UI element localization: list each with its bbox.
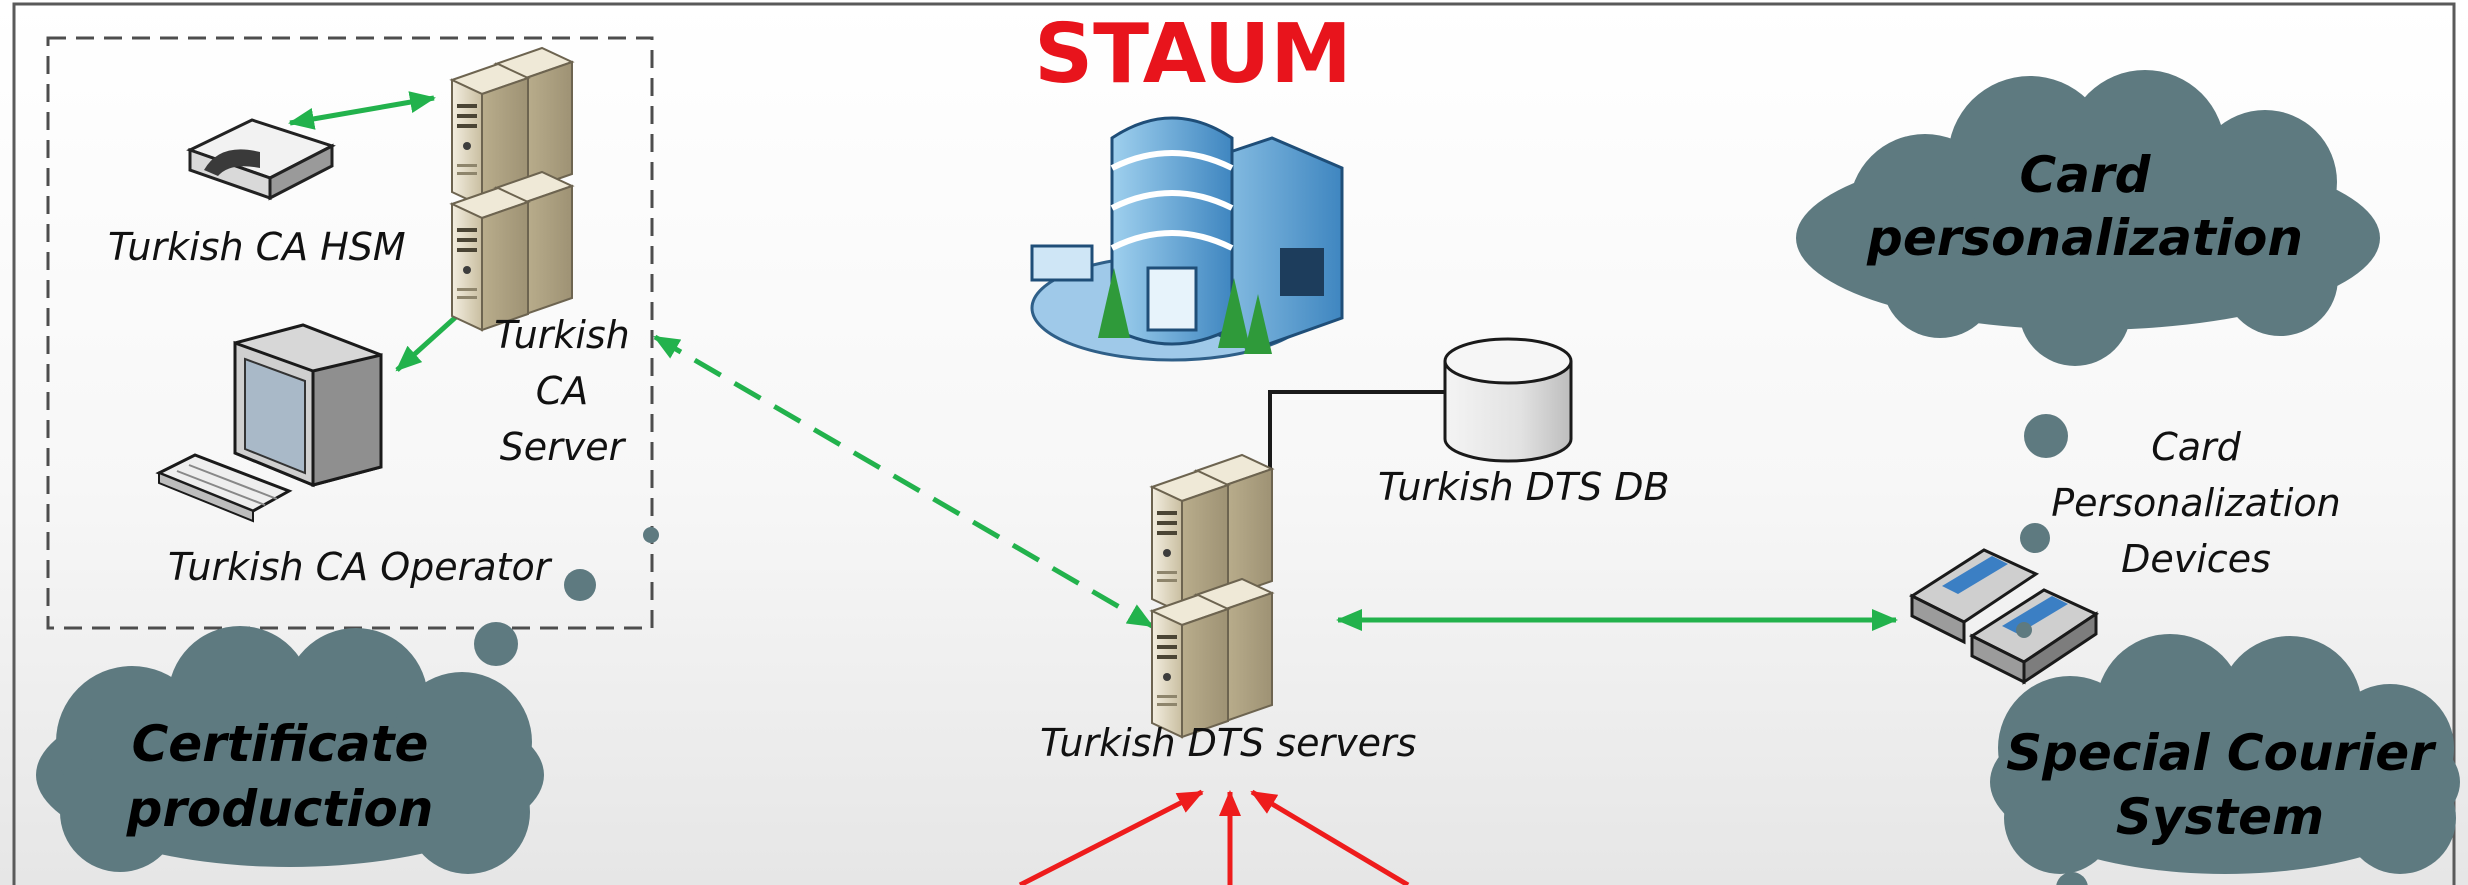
ca-operator-label: Turkish CA Operator — [168, 545, 553, 589]
hsm-label: Turkish CA HSM — [108, 225, 406, 269]
dts-db-icon — [1443, 337, 1573, 463]
red-inbound-right — [1250, 789, 1410, 885]
ca-server-label-line3: Server — [500, 425, 627, 469]
card-personalization-line1: Card — [2020, 146, 2152, 204]
hsm-icon — [186, 118, 336, 201]
special-courier-line2: System — [2116, 788, 2324, 846]
dts-db-link — [1268, 390, 1445, 480]
ca-dts-link — [653, 334, 1154, 629]
outer-border — [12, 2, 2456, 885]
red-inbound-left — [1018, 789, 1204, 885]
special-courier-line1: Special Courier — [2006, 724, 2437, 782]
card-devices-label-line2: Personalization — [2051, 481, 2340, 525]
ca-boundary — [46, 36, 654, 630]
staum-building-icon — [1030, 116, 1344, 362]
dts-db-label: Turkish DTS DB — [1378, 465, 1670, 509]
staum-title: STAUM — [1034, 7, 1352, 102]
operator-workstation-icon — [155, 323, 383, 523]
certificate-production-line1: Certificate — [132, 715, 429, 773]
ca-server-icon — [452, 48, 572, 330]
ca-server-label-line2: CA — [536, 369, 589, 413]
certificate-production-line2: production — [126, 780, 434, 838]
card-personalization-line2: personalization — [1866, 209, 2303, 267]
hsm-ca-link — [288, 91, 436, 130]
bubble-dots — [474, 414, 2088, 885]
card-personalization-cloud: Card personalization — [1796, 70, 2380, 366]
ca-server-label-line1: Turkish — [494, 313, 630, 357]
card-devices-label-line3: Devices — [2121, 537, 2271, 581]
special-courier-cloud: Special Courier System — [1990, 634, 2460, 874]
card-devices-label-line1: Card — [2151, 425, 2241, 469]
certificate-production-cloud: Certificate production — [36, 626, 544, 874]
card-device-icon — [1908, 548, 2100, 685]
dts-servers-label: Turkish DTS servers — [1040, 721, 1416, 765]
dts-server-icon — [1152, 455, 1272, 737]
